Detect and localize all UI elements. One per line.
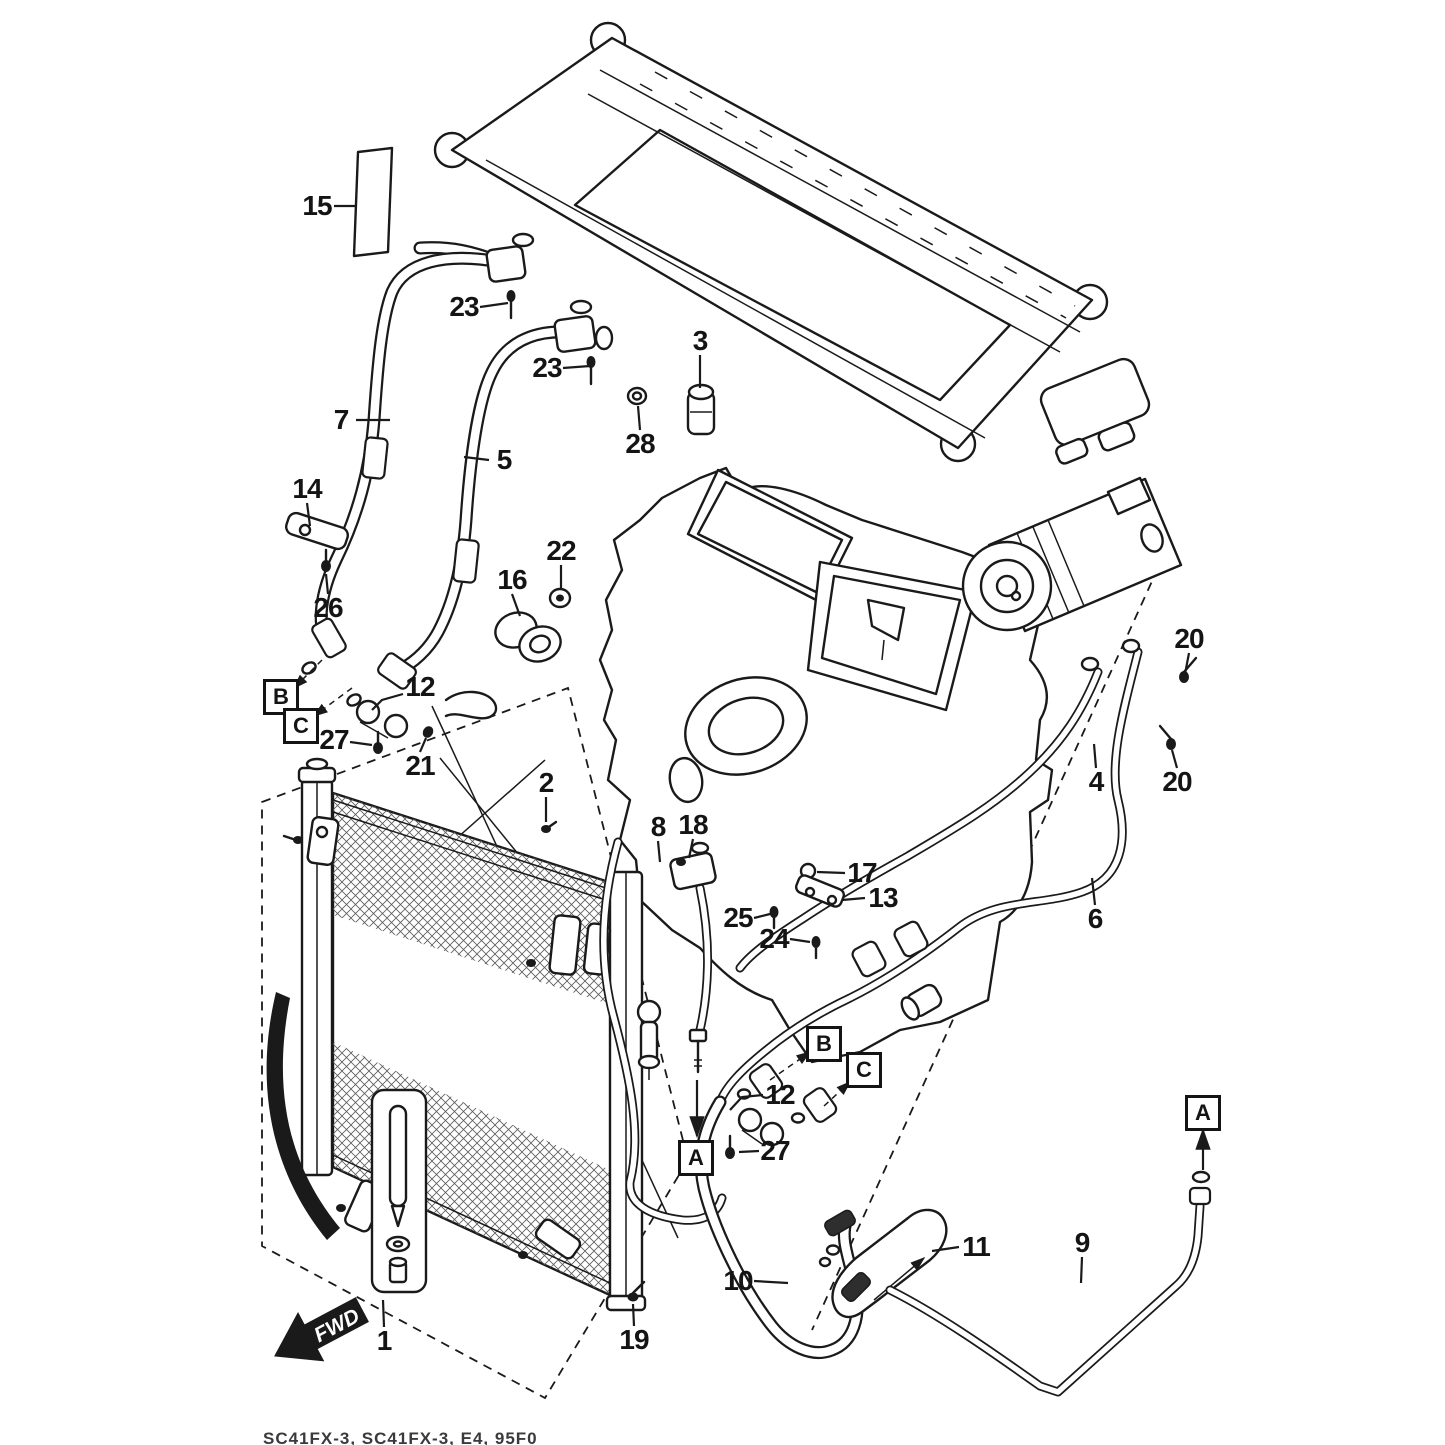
- part-label-24: 24: [759, 923, 789, 954]
- ref-box-A1: A: [678, 1140, 714, 1176]
- part-label-13: 13: [868, 882, 898, 913]
- part-label-5: 5: [496, 444, 513, 475]
- hvac-unit: [598, 466, 1054, 1064]
- caution-label-sticker: [352, 146, 394, 258]
- part-label-12b: 12: [765, 1079, 795, 1110]
- part-label-23a: 23: [449, 291, 479, 322]
- condenser-assembly: [266, 757, 647, 1312]
- part-label-21: 21: [405, 750, 435, 781]
- part-label-3: 3: [692, 325, 709, 356]
- ref-box-C1: C: [283, 708, 319, 744]
- part-label-27b: 27: [760, 1135, 790, 1166]
- leader-lines: [305, 204, 1191, 1328]
- part-label-6: 6: [1087, 903, 1104, 934]
- part-label-12a: 12: [405, 671, 435, 702]
- left-cluster-parts: [284, 511, 846, 960]
- lower-hoses-and-pipes: [694, 1063, 1212, 1397]
- part-label-17: 17: [847, 857, 877, 888]
- part-label-20a: 20: [1174, 623, 1204, 654]
- part-label-16: 16: [497, 564, 527, 595]
- roof-panel-assembly: [433, 21, 1151, 465]
- part-label-2: 2: [538, 767, 555, 798]
- part-label-27a: 27: [319, 724, 349, 755]
- footer-part-code: SC41FX-3, SC41FX-3, E4, 95F0: [263, 1429, 538, 1445]
- part-label-26: 26: [313, 592, 343, 623]
- part-label-15: 15: [302, 190, 332, 221]
- part-label-9: 9: [1074, 1227, 1091, 1258]
- ref-box-A2: A: [1185, 1095, 1221, 1131]
- part-label-19: 19: [619, 1324, 649, 1355]
- part-label-14: 14: [292, 473, 322, 504]
- part-label-23b: 23: [532, 352, 562, 383]
- ref-box-B2: B: [806, 1026, 842, 1062]
- part-label-7: 7: [333, 404, 350, 435]
- part-label-18: 18: [678, 809, 708, 840]
- pipe-4-and-pipe-6: [715, 638, 1198, 1107]
- reference-arrows: [292, 659, 1211, 1170]
- part-label-4: 4: [1088, 766, 1105, 797]
- part-label-11: 11: [962, 1231, 991, 1262]
- part-label-10: 10: [723, 1265, 753, 1296]
- part-label-8: 8: [650, 811, 667, 842]
- compressor: [961, 476, 1183, 633]
- part-label-22: 22: [546, 535, 576, 566]
- part-label-28: 28: [625, 428, 655, 459]
- part-label-20b: 20: [1162, 766, 1192, 797]
- part-label-1: 1: [376, 1325, 393, 1356]
- fwd-direction-arrow: FWD: [274, 1297, 369, 1362]
- part-label-25: 25: [723, 902, 753, 933]
- ref-box-C2: C: [846, 1052, 882, 1088]
